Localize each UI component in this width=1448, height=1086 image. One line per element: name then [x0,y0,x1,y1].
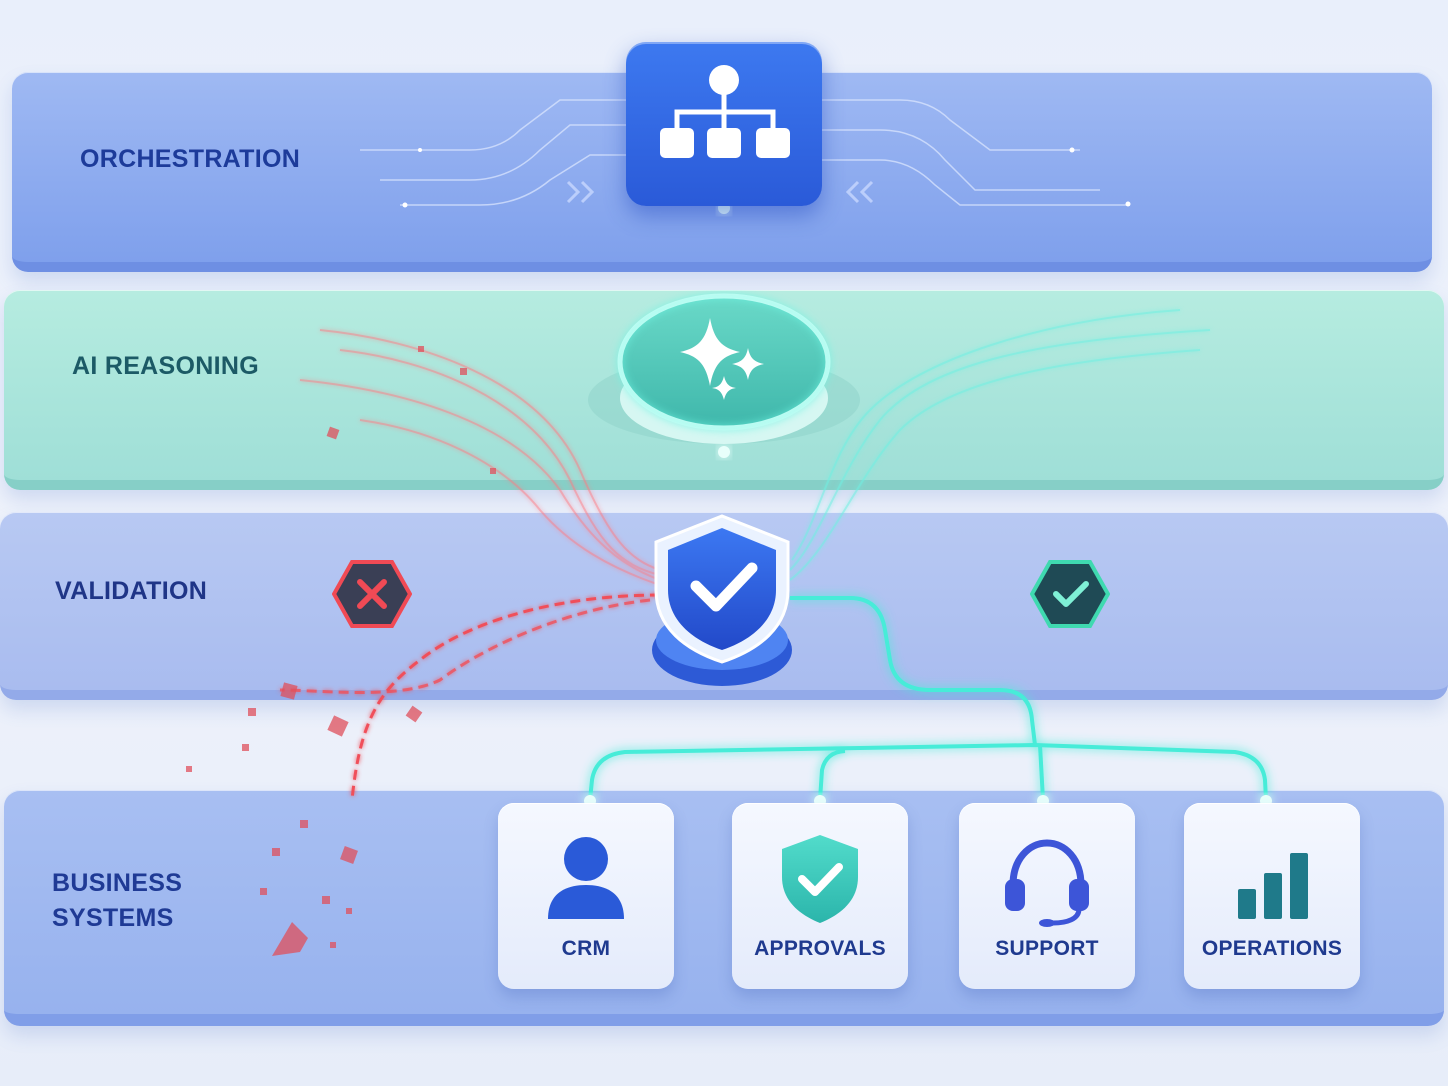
rejected-flow-down [279,593,661,801]
shield-check-icon [782,835,858,923]
sparkle-icon [588,293,860,444]
check-hexagon-icon [1029,560,1111,628]
spine-mid-dot [718,446,730,458]
business-systems-label: BUSINESS SYSTEMS [52,869,183,932]
ai-reasoning-label: AI REASONING [72,352,259,380]
support-label: SUPPORT [995,937,1099,960]
headset-icon [1005,839,1089,927]
x-hexagon-icon [331,560,413,628]
approved-flow-streaks [789,309,1211,581]
validation-shield-node[interactable] [650,510,800,690]
orchestration-sparkles [402,147,1131,208]
validation-label: VALIDATION [55,577,208,605]
crm-label: CRM [561,937,611,960]
orchestration-circuit-lines [360,99,1130,206]
approve-node[interactable] [1029,558,1111,630]
distribution-tree [588,596,1268,801]
reject-node[interactable] [331,558,413,630]
hierarchy-icon [660,65,790,158]
ai-reasoning-node[interactable] [588,290,860,460]
shield-check-icon [652,514,792,686]
orchestration-label: ORCHESTRATION [80,145,301,173]
operations-card[interactable]: OPERATIONS [1184,803,1360,989]
operations-label: OPERATIONS [1201,937,1343,960]
support-card[interactable]: SUPPORT [959,803,1135,989]
approvals-card[interactable]: APPROVALS [732,803,908,989]
orchestration-node[interactable] [626,42,822,206]
user-icon [548,837,624,919]
rejected-debris [186,346,496,956]
crm-card[interactable]: CRM [498,803,674,989]
flow-chevrons [566,180,874,204]
rejected-flow-streaks [299,329,661,586]
bar-chart-icon [1238,853,1308,919]
approvals-label: APPROVALS [754,937,886,960]
system-connector-dots [584,795,1272,807]
